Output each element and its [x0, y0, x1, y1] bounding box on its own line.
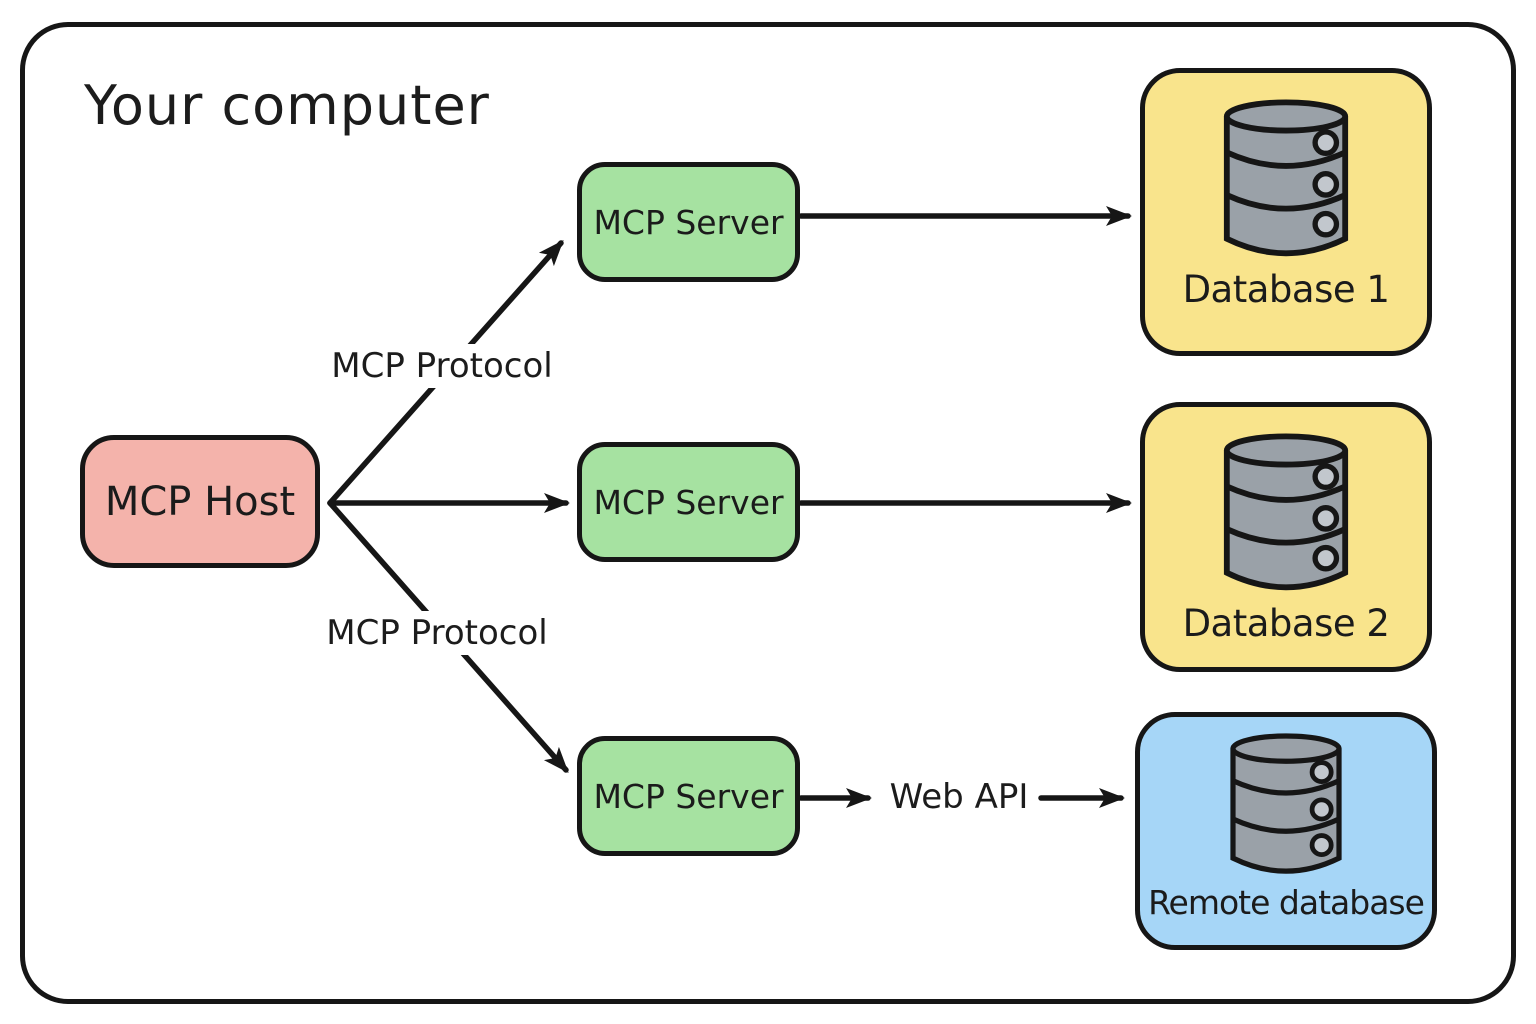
database-2-label: Database 2	[1182, 602, 1390, 645]
diagram-title: Your computer	[84, 74, 490, 137]
node-mcp-server-1: MCP Server	[577, 162, 800, 282]
node-mcp-host: MCP Host	[80, 435, 320, 568]
database-cylinder-icon	[1223, 99, 1349, 257]
node-mcp-server-3: MCP Server	[577, 736, 800, 856]
node-database-1: Database 1	[1140, 68, 1432, 356]
node-database-2: Database 2	[1140, 402, 1432, 672]
database-1-label: Database 1	[1182, 268, 1390, 311]
database-cylinder-icon	[1230, 733, 1342, 874]
edge-label-mcp-protocol-top: MCP Protocol	[323, 344, 561, 388]
remote-database-label: Remote database	[1148, 883, 1425, 922]
node-remote-database: Remote database	[1135, 712, 1437, 950]
mcp-server-1-label: MCP Server	[593, 202, 784, 242]
node-mcp-server-2: MCP Server	[577, 442, 800, 562]
mcp-server-3-label: MCP Server	[593, 776, 784, 816]
database-cylinder-icon	[1223, 433, 1349, 591]
mcp-host-label: MCP Host	[104, 478, 296, 525]
edge-label-web-api: Web API	[881, 775, 1037, 819]
edge-label-mcp-protocol-bottom: MCP Protocol	[318, 611, 556, 655]
mcp-server-2-label: MCP Server	[593, 482, 784, 522]
